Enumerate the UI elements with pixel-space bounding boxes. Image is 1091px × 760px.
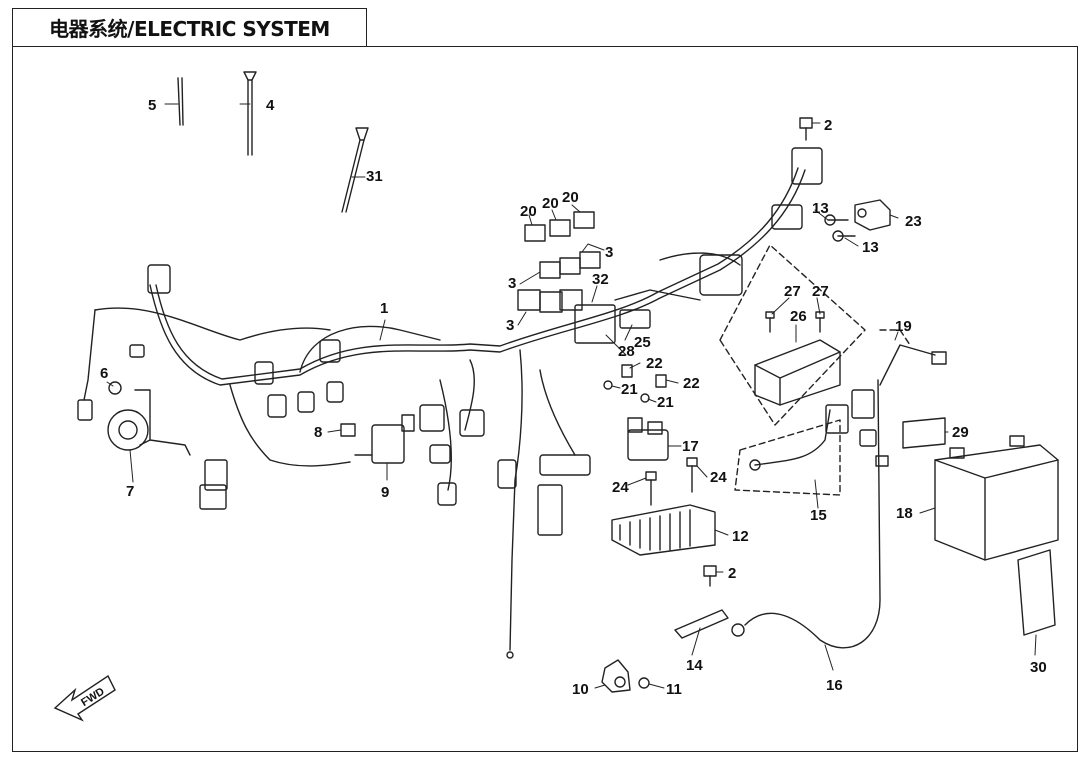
screw-21-b bbox=[640, 393, 650, 403]
callout-13-a: 13 bbox=[812, 200, 829, 217]
bolt-6 bbox=[108, 381, 122, 395]
forward-direction-arrow: FWD bbox=[53, 674, 116, 722]
callout-18: 18 bbox=[896, 505, 913, 522]
callout-25: 25 bbox=[634, 334, 651, 351]
main-wiring-harness bbox=[77, 147, 823, 659]
bolt-13-a bbox=[824, 214, 849, 226]
sensor-23 bbox=[854, 199, 891, 231]
cable-16 bbox=[744, 379, 881, 649]
cable-tie-5 bbox=[177, 77, 184, 126]
clip-22-b bbox=[655, 374, 667, 388]
screw-27-a bbox=[765, 311, 775, 333]
callout-13-b: 13 bbox=[862, 239, 879, 256]
callout-19: 19 bbox=[895, 318, 912, 335]
screw-21-a bbox=[603, 380, 613, 390]
page-title: 电器系统/ELECTRIC SYSTEM bbox=[12, 8, 367, 46]
flasher-relay-9 bbox=[354, 414, 415, 464]
screw-27-b bbox=[815, 311, 825, 333]
callout-24-b: 24 bbox=[710, 469, 727, 486]
callout-3-c: 3 bbox=[506, 317, 514, 334]
horn-7 bbox=[107, 389, 191, 456]
bolt-13-b bbox=[832, 230, 856, 242]
callout-29: 29 bbox=[952, 424, 969, 441]
bolt-24-b bbox=[686, 457, 698, 493]
callout-20-c: 20 bbox=[562, 189, 579, 206]
callout-8: 8 bbox=[314, 424, 322, 441]
callout-20-a: 20 bbox=[520, 203, 537, 220]
callout-15: 15 bbox=[810, 507, 827, 524]
callout-26: 26 bbox=[790, 308, 807, 325]
callout-16: 16 bbox=[826, 677, 843, 694]
relay-group bbox=[517, 211, 651, 344]
callout-2-lower: 2 bbox=[728, 565, 736, 582]
callout-20-b: 20 bbox=[542, 195, 559, 212]
cable-tie-4 bbox=[243, 71, 257, 156]
callout-3-a: 3 bbox=[605, 244, 613, 261]
callout-22-a: 22 bbox=[646, 355, 663, 372]
voltage-regulator-12 bbox=[611, 504, 716, 556]
callout-11: 11 bbox=[666, 681, 682, 698]
connector-8 bbox=[340, 423, 356, 437]
battery-18 bbox=[934, 435, 1059, 561]
clip-22-a bbox=[621, 364, 633, 378]
diagram-frame bbox=[12, 46, 1078, 752]
callout-4: 4 bbox=[266, 97, 275, 114]
bolt-2-lower bbox=[703, 565, 717, 587]
pad-29 bbox=[902, 417, 946, 449]
cable-19 bbox=[879, 329, 947, 386]
bolt-24-a bbox=[645, 471, 657, 506]
callout-28: 28 bbox=[618, 343, 635, 360]
callout-27-b: 27 bbox=[812, 283, 829, 300]
callout-27-a: 27 bbox=[784, 283, 801, 300]
callout-17: 17 bbox=[682, 438, 699, 455]
bolt-2-upper bbox=[799, 117, 813, 141]
callout-12: 12 bbox=[732, 528, 749, 545]
callout-23: 23 bbox=[905, 213, 922, 230]
callout-24-a: 24 bbox=[612, 479, 629, 496]
callout-14: 14 bbox=[686, 657, 703, 674]
callout-21-a: 21 bbox=[621, 381, 638, 398]
starter-relay-17 bbox=[627, 417, 669, 461]
callout-31: 31 bbox=[366, 168, 383, 185]
callout-7: 7 bbox=[126, 483, 134, 500]
washer-11 bbox=[638, 677, 650, 689]
callout-1: 1 bbox=[380, 300, 388, 317]
pad-30 bbox=[1017, 549, 1056, 636]
callout-30: 30 bbox=[1030, 659, 1047, 676]
callout-9: 9 bbox=[381, 484, 389, 501]
cable-15 bbox=[734, 409, 841, 496]
ground-strap-14 bbox=[674, 609, 745, 639]
callout-21-b: 21 bbox=[657, 394, 674, 411]
cable-tie-31 bbox=[341, 127, 369, 213]
callout-3-b: 3 bbox=[508, 275, 516, 292]
callout-6: 6 bbox=[100, 365, 108, 382]
callout-numbers: 1 2 2 3 3 3 4 5 6 7 8 9 10 11 12 13 13 1… bbox=[100, 97, 1047, 698]
speed-sensor-10 bbox=[601, 659, 631, 693]
callout-5: 5 bbox=[148, 97, 156, 114]
leader-lines bbox=[106, 103, 1037, 689]
ecu-26 bbox=[719, 244, 866, 426]
callout-22-b: 22 bbox=[683, 375, 700, 392]
callout-32: 32 bbox=[592, 271, 609, 288]
callout-2-upper: 2 bbox=[824, 117, 832, 134]
fuse-holder bbox=[825, 389, 889, 467]
callout-10: 10 bbox=[572, 681, 589, 698]
